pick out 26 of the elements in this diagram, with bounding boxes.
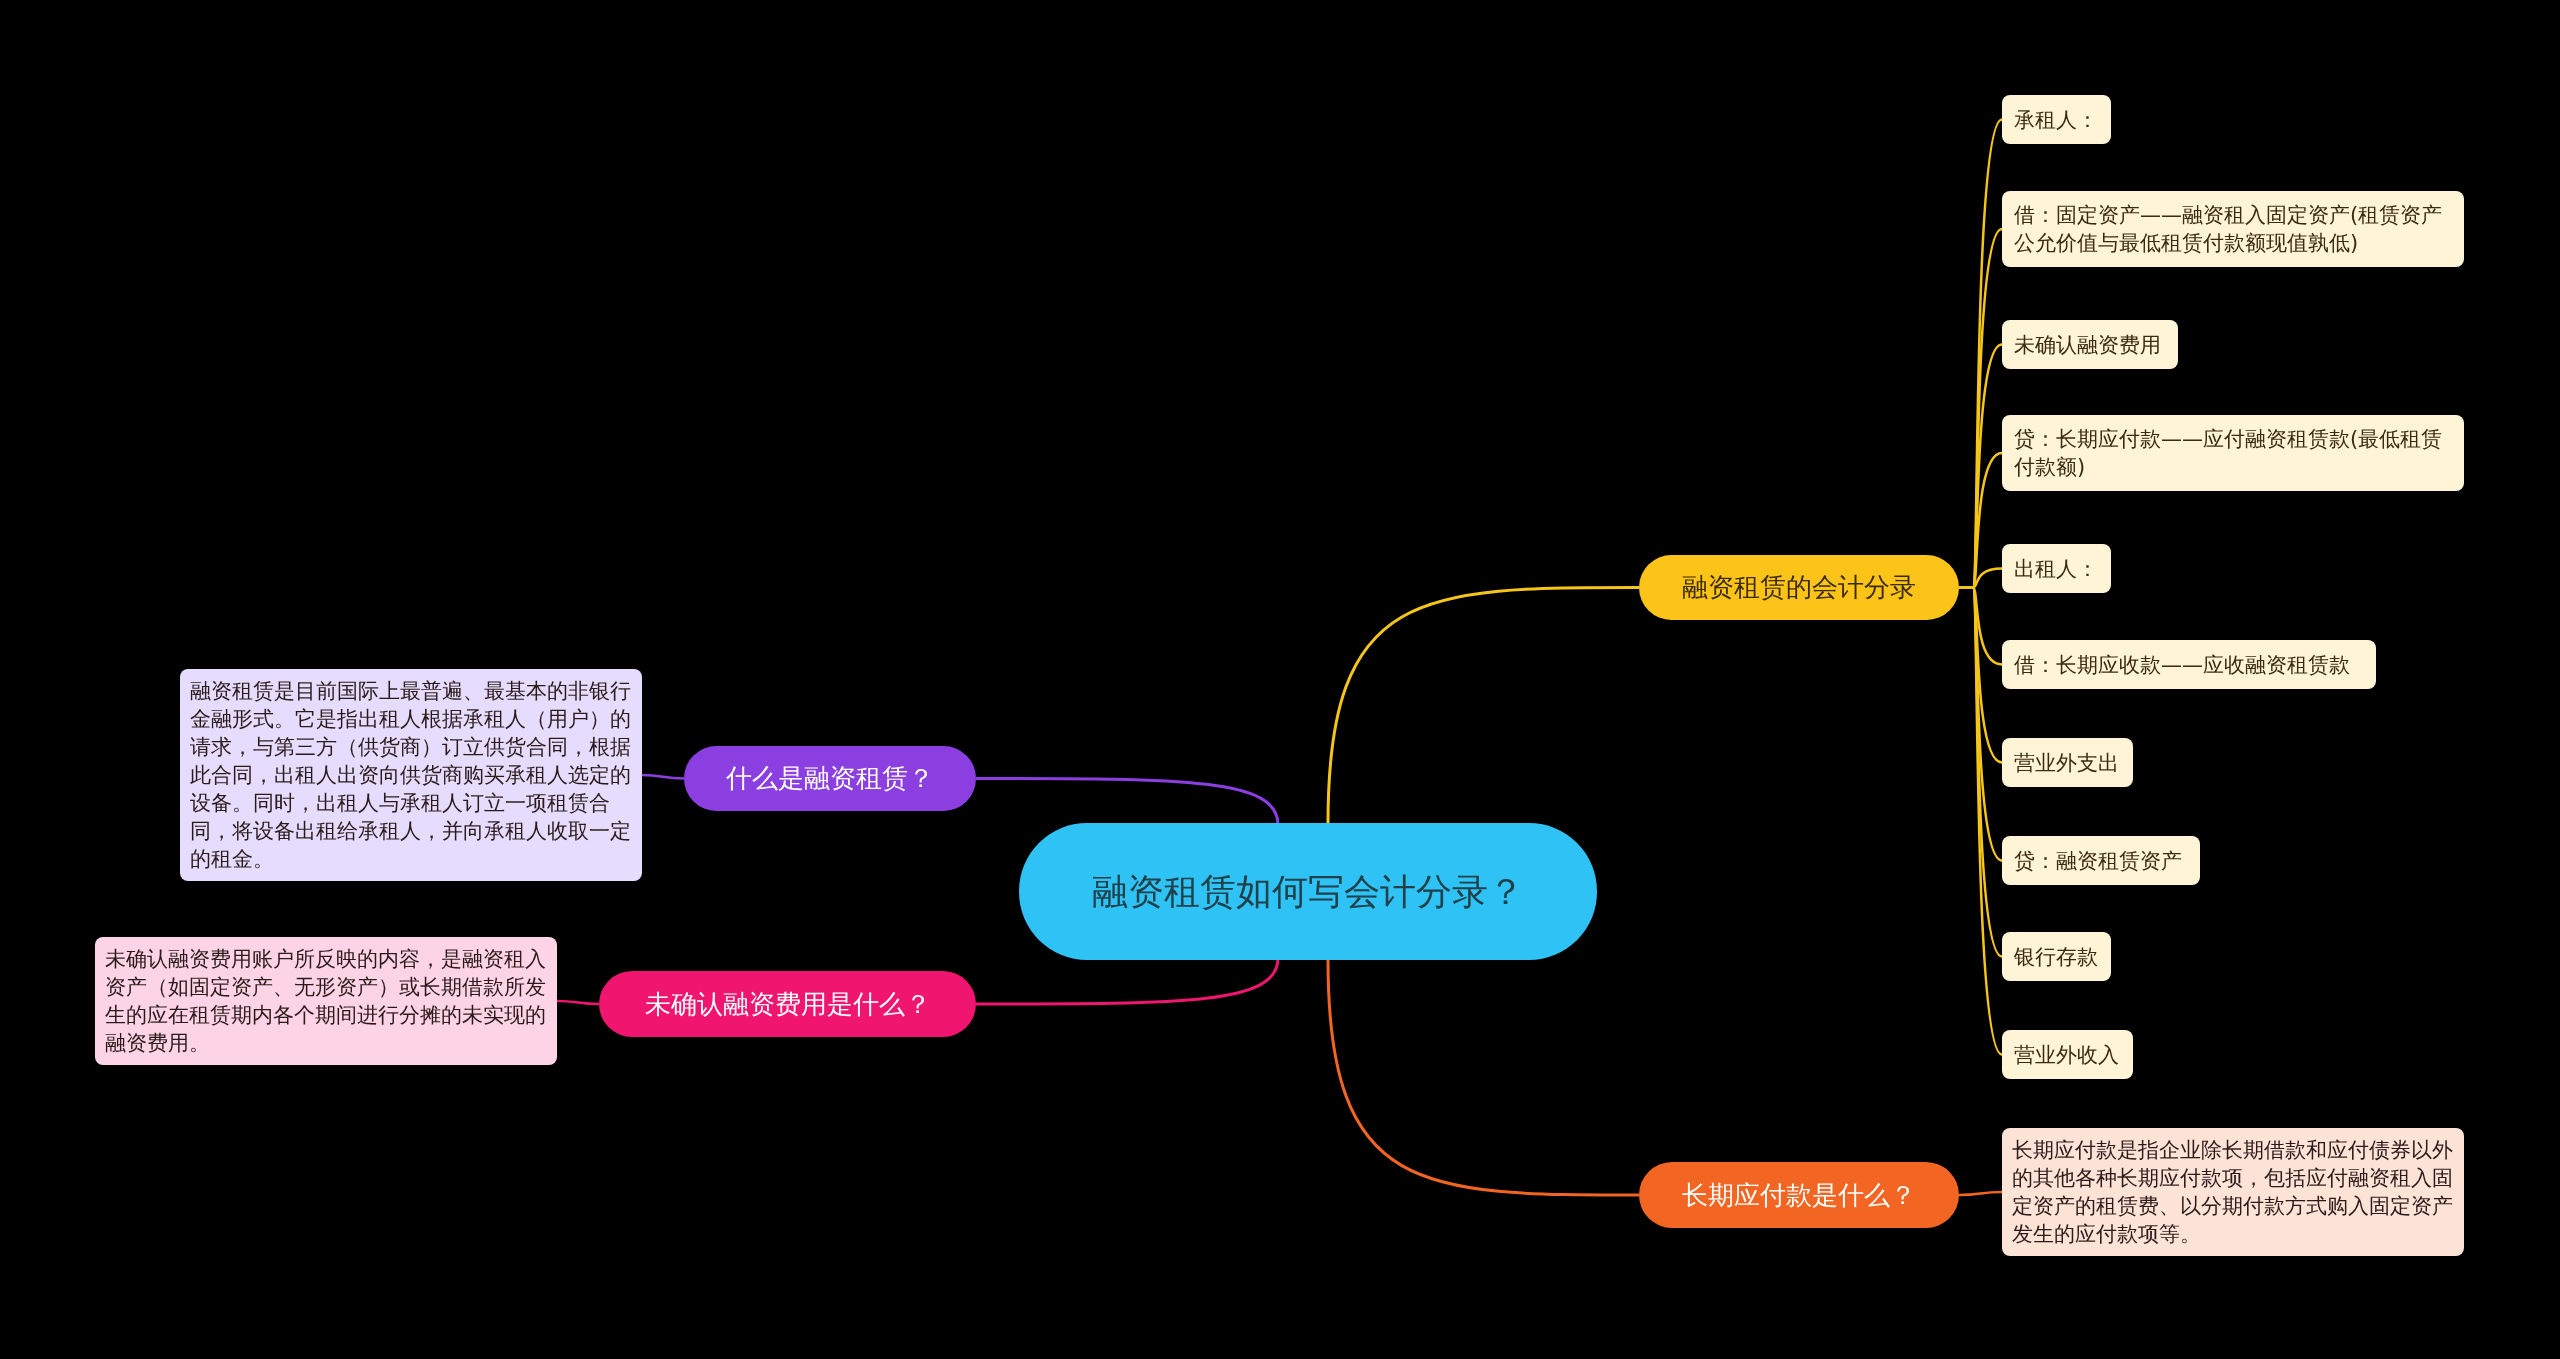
central-topic: 融资租赁如何写会计分录？	[1019, 823, 1597, 960]
leaf-box: 承租人：	[2002, 95, 2111, 144]
connector-line	[1326, 959, 1639, 1197]
topic-box: 未确认融资费用是什么？	[599, 971, 976, 1037]
note-box: 未确认融资费用账户所反映的内容，是融资租入资产（如固定资产、无形资产）或长期借款所发生的应在租赁期内各个期间进行分摊的未实现的融资费用。	[95, 937, 557, 1065]
connector-line	[557, 999, 599, 1006]
note-box: 长期应付款是指企业除长期借款和应付债券以外的其他各种长期应付款项，包括应付融资租入固定资产的租赁费、以分期付款方式购入固定资产发生的应付款项等。	[2002, 1128, 2464, 1256]
connector-line	[1959, 586, 2003, 1056]
leaf-box: 未确认融资费用	[2002, 320, 2178, 369]
leaf-box: 贷：融资租赁资产	[2002, 836, 2200, 885]
connector-line	[642, 773, 684, 780]
connector-line	[1959, 1190, 2002, 1197]
leaf-box: 贷：长期应付款——应付融资租赁款(最低租赁付款额)	[2002, 415, 2464, 491]
connector-line	[976, 777, 1280, 826]
connector-line	[1326, 586, 1639, 824]
leaf-box: 借：固定资产——融资租入固定资产(租赁资产公允价值与最低租赁付款额现值孰低)	[2002, 191, 2464, 267]
connector-line	[976, 957, 1280, 1006]
topic-box: 什么是融资租赁？	[684, 746, 976, 811]
leaf-box: 营业外收入	[2002, 1030, 2133, 1079]
leaf-box: 银行存款	[2002, 932, 2111, 981]
topic-box: 融资租赁的会计分录	[1639, 555, 1959, 620]
note-box: 融资租赁是目前国际上最普遍、最基本的非银行金融形式。它是指出租人根据承租人（用户）的请求，与第三方（供货商）订立供货合同，根据此合同，出租人出资向供货商购买承租人选定的设备。同时，出租人与承租人订立一项租赁合同，将设备出租给承租人，并向承租人收取一定的租金。	[180, 669, 642, 881]
leaf-box: 借：长期应收款——应收融资租赁款	[2002, 640, 2376, 689]
leaf-box: 营业外支出	[2002, 738, 2133, 787]
topic-box: 长期应付款是什么？	[1639, 1162, 1959, 1228]
leaf-box: 出租人：	[2002, 544, 2111, 593]
